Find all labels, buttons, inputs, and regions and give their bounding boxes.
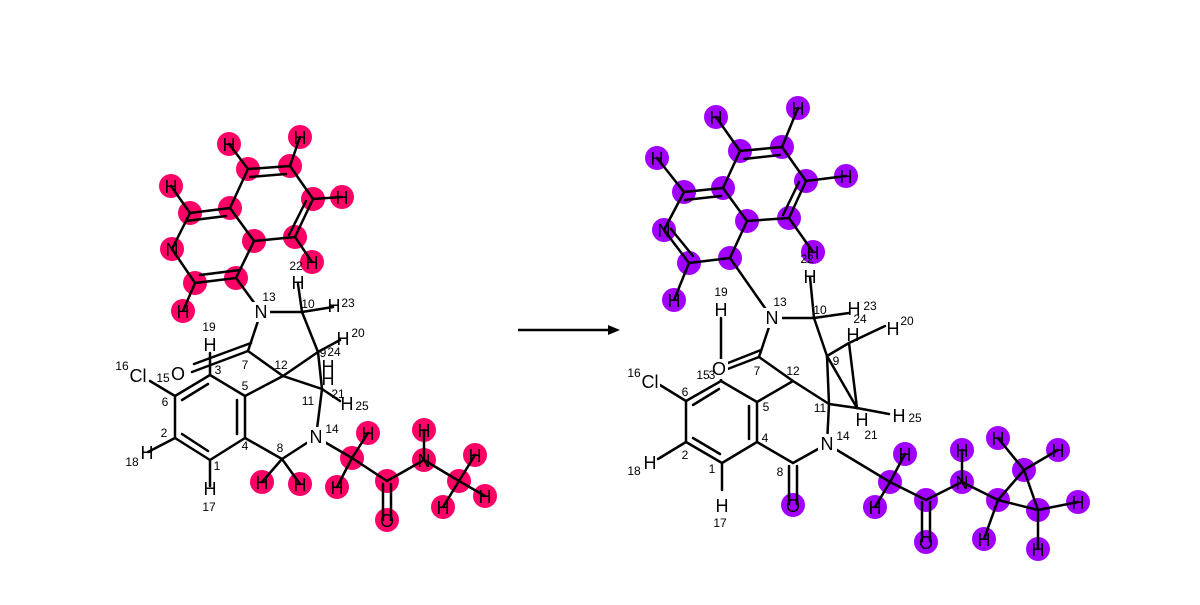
atom-number: 5 xyxy=(242,379,249,393)
hydrogen-18-label: H xyxy=(141,443,154,463)
hydrogen-label: H xyxy=(322,357,335,377)
atom-number: 14 xyxy=(836,429,850,443)
atom-number: 8 xyxy=(777,465,784,479)
nitrogen-14-label: N xyxy=(821,434,834,454)
hydrogen-18-label: H xyxy=(644,453,657,473)
atom-number: 18 xyxy=(125,455,139,469)
hydrogen-17-label: H xyxy=(716,496,729,516)
atom-number: 23 xyxy=(341,296,355,310)
atom-number: 24 xyxy=(327,345,341,359)
reactant-highlight-atom xyxy=(375,508,399,532)
product-highlight: HHHHHHNOHHONHHHHHH xyxy=(645,96,1090,561)
nitrogen-13-label: N xyxy=(255,302,268,322)
atom-number: 7 xyxy=(754,364,761,378)
reactant-molecule: HHHHHHNHHHHONHHHH xyxy=(115,125,497,532)
atom-number: 3 xyxy=(215,363,222,377)
atom-number: 23 xyxy=(863,299,877,313)
atom-number: 21 xyxy=(331,387,345,401)
atom-number: 19 xyxy=(202,320,216,334)
hydrogen-20-label: H xyxy=(887,319,900,339)
atom-number: 16 xyxy=(627,366,641,380)
atom-number: 16 xyxy=(115,359,129,373)
hydrogen-24-label: H xyxy=(292,273,305,293)
product-atom-numbers: 1 2 3 4 5 6 7 8 9 10 11 12 13 14 15 16 1… xyxy=(627,252,922,530)
atom-number: 6 xyxy=(682,385,689,399)
atom-number: 21 xyxy=(864,428,878,442)
hydrogen-21-label: H xyxy=(322,369,335,389)
atom-number: 9 xyxy=(833,354,840,368)
atom-number: 19 xyxy=(714,285,728,299)
hydrogen-23-label: H xyxy=(848,299,861,319)
atom-number: 13 xyxy=(773,295,787,309)
atom-number: 10 xyxy=(301,297,315,311)
atom-number: 2 xyxy=(682,448,689,462)
atom-number: 17 xyxy=(713,516,727,530)
hydrogen-25-label: H xyxy=(893,406,906,426)
hydrogen-17-label: H xyxy=(204,479,217,499)
atom-number: 15 xyxy=(696,368,710,382)
atom-number: 20 xyxy=(351,326,365,340)
chlorine-label: Cl xyxy=(130,366,147,386)
carbonyl-oxygen-label: O xyxy=(712,359,726,379)
atom-number: 2 xyxy=(161,426,168,440)
atom-number: 25 xyxy=(355,399,369,413)
hydrogen-20-label: H xyxy=(337,329,350,349)
reaction-arrow-icon xyxy=(518,325,620,335)
hydrogen-25-label: H xyxy=(341,394,354,414)
atom-number: 4 xyxy=(762,431,769,445)
hydrogen-23-label: H xyxy=(328,296,341,316)
atom-number: 11 xyxy=(302,394,315,408)
hydrogen-19-label: H xyxy=(715,300,728,320)
atom-number: 24 xyxy=(853,312,867,326)
atom-number: 6 xyxy=(162,395,169,409)
atom-number: 15 xyxy=(156,371,170,385)
atom-number: 5 xyxy=(763,400,770,414)
atom-number: 20 xyxy=(900,314,914,328)
hydrogen-19-label: H xyxy=(204,335,217,355)
atom-number: 1 xyxy=(214,459,221,473)
atom-number: 7 xyxy=(242,358,249,372)
product-highlight-atom xyxy=(781,493,805,517)
reactant-bonds xyxy=(146,135,487,522)
atom-number: 1 xyxy=(709,462,716,476)
hydrogen-label: H xyxy=(847,325,860,345)
atom-number: 12 xyxy=(786,364,800,378)
atom-number: 11 xyxy=(814,401,827,415)
atom-number: 3 xyxy=(709,368,716,382)
product-atom-labels: Cl O N N H H H H H H H H H xyxy=(640,267,906,516)
nitrogen-13-label: N xyxy=(766,308,779,328)
atom-number: 14 xyxy=(325,422,339,436)
atom-number: 25 xyxy=(908,411,922,425)
atom-number: 22 xyxy=(800,252,814,266)
atom-number: 13 xyxy=(262,290,276,304)
atom-number: 22 xyxy=(289,259,303,273)
chlorine-label: Cl xyxy=(642,372,659,392)
atom-number: 8 xyxy=(277,441,284,455)
product-molecule: HHHHHHNOHHONHHHHHH xyxy=(627,96,1090,561)
atom-number: 17 xyxy=(202,500,216,514)
carbonyl-oxygen-label: O xyxy=(171,364,185,384)
hydrogen-21-label: H xyxy=(856,410,869,430)
product-bonds xyxy=(655,106,1080,551)
reactant-atom-labels: Cl O N N H H H H H H H H H xyxy=(128,273,354,499)
atom-number: 18 xyxy=(627,464,641,478)
atom-number: 9 xyxy=(320,346,327,360)
reactant-atom-numbers: 1 2 3 4 5 6 7 8 9 10 11 12 13 14 15 16 1… xyxy=(115,259,369,514)
hydrogen-label: H xyxy=(804,267,817,287)
atom-number: 10 xyxy=(813,303,827,317)
atom-number: 12 xyxy=(274,358,288,372)
product-highlight-atom xyxy=(914,530,938,554)
nitrogen-14-label: N xyxy=(310,427,323,447)
atom-number: 4 xyxy=(242,439,249,453)
